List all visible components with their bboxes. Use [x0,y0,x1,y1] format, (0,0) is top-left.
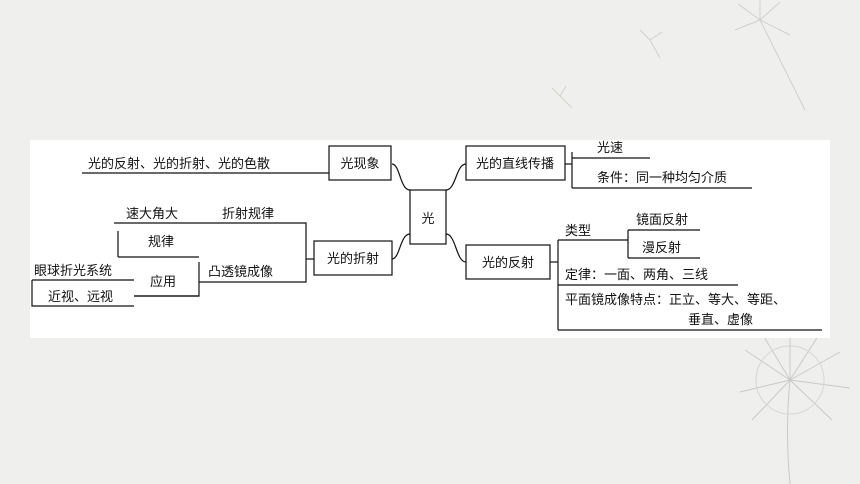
phenomena-node: 光现象 [328,145,392,181]
law-child: 速大角大 [126,207,178,222]
condition-label: 条件：同一种均匀介质 [597,170,727,186]
rule-label: 规律 [148,235,174,250]
types-label: 类型 [565,224,591,239]
reflection-label: 光的反射 [482,255,534,271]
connector-center-phenomena [391,163,411,191]
straight-label: 光的直线传播 [476,156,554,172]
dandelion-top-icon [551,0,806,111]
connectors [31,152,822,331]
connector-app-children [31,279,134,307]
speed-label: 光速 [597,141,623,156]
application-label: 应用 [150,274,176,290]
center-node: 光 [409,189,447,245]
application-child-eye: 眼球折光系统 [34,264,112,279]
connector-refraction-fork [299,222,307,283]
phenomena-label: 光现象 [340,157,379,172]
straight-node: 光的直线传播 [465,145,566,181]
lens-label: 凸透镜成像 [208,265,273,280]
connector-center-refraction [391,233,411,260]
reflection-law-label: 定律：一面、两角、三线 [565,268,708,283]
connector-center-straight [445,163,467,191]
phenomena-child: 光的反射、光的折射、光的色散 [88,156,270,172]
refraction-label: 光的折射 [327,251,379,267]
refraction-node: 光的折射 [313,240,393,276]
mirror-line-2: 垂直、虚像 [688,313,753,328]
center-label: 光 [421,212,434,227]
law-label: 折射规律 [222,206,274,222]
diffuse-label: 漫反射 [642,240,681,256]
specular-label: 镜面反射 [636,212,688,228]
dandelion-bottom-icon [739,322,851,484]
reflection-node: 光的反射 [465,244,551,280]
application-child-vision: 近视、远视 [48,290,113,305]
connector-center-reflection [445,233,467,263]
mirror-line-1: 平面镜成像特点：正立、等大、等距、 [565,292,786,308]
